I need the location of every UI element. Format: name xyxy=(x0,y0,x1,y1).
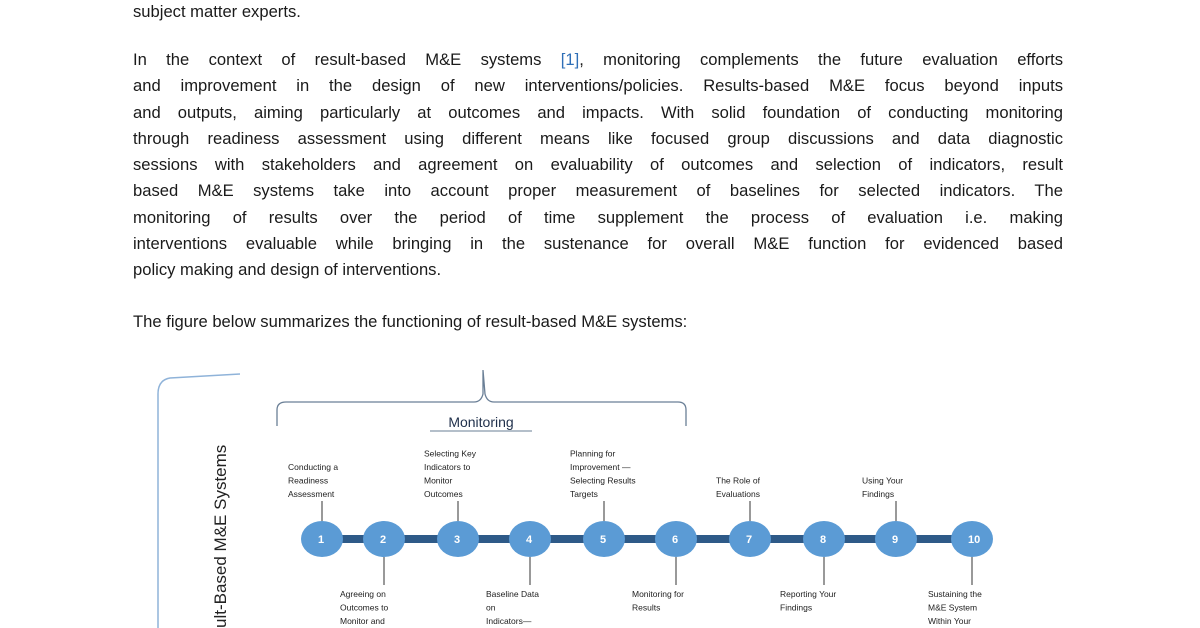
monitoring-bracket xyxy=(276,369,687,426)
step-number: 8 xyxy=(820,534,826,546)
step-label: M&E System xyxy=(928,603,977,613)
text-line: subject matter experts. xyxy=(133,2,301,21)
step-label: Agreeing on xyxy=(340,589,386,599)
step-node xyxy=(951,521,993,557)
text-line: sessions with stakeholders and agreement… xyxy=(133,155,1063,175)
step-node xyxy=(301,521,343,557)
step-label: Evaluations xyxy=(716,489,760,499)
step-label: Baseline Data xyxy=(486,589,539,599)
step-label: Reporting Your xyxy=(780,589,836,599)
step-label: Indicators to xyxy=(424,462,471,472)
step-number: 6 xyxy=(672,534,678,546)
text-line: and outputs, aiming particularly at outc… xyxy=(133,102,1063,122)
text-line: monitoring of results over the period of… xyxy=(133,207,1063,227)
step-node xyxy=(509,521,551,557)
step-label: Selecting Key xyxy=(424,449,477,459)
step-label: Monitoring for xyxy=(632,589,684,599)
monitoring-label: Monitoring xyxy=(448,414,513,430)
step-label: Results xyxy=(632,603,660,613)
step-label: The Role of xyxy=(716,476,761,486)
step-node xyxy=(583,521,625,557)
text-run: In the context of result-based M&E syste… xyxy=(133,50,561,69)
diagram-frame xyxy=(157,373,241,628)
results-based-me-diagram: ult-Based M&E Systems Monitoring 1 Conduc… xyxy=(157,369,993,628)
caption-text: The figure below summarizes the function… xyxy=(133,312,688,331)
text-line: policy making and design of intervention… xyxy=(133,260,442,280)
step-number: 5 xyxy=(600,534,606,546)
text-line: based M&E systems take into account prop… xyxy=(133,181,1063,201)
timeline-bar xyxy=(322,535,972,543)
step-label: Using Your xyxy=(862,476,903,486)
step-node xyxy=(729,521,771,557)
step-node xyxy=(437,521,479,557)
step-label: Improvement — xyxy=(570,462,631,472)
step-label: Indicators— xyxy=(486,616,532,626)
step-label: Findings xyxy=(862,489,894,499)
citation-link[interactable]: [1] xyxy=(560,50,580,69)
step-label: on xyxy=(486,603,496,613)
step-label: Assessment xyxy=(288,489,335,499)
step-number: 9 xyxy=(892,534,898,546)
side-title: ult-Based M&E Systems xyxy=(211,445,230,628)
step-label: Conducting a xyxy=(288,462,338,472)
step-label: Within Your xyxy=(928,616,971,626)
step-node xyxy=(803,521,845,557)
step-label: Monitor xyxy=(424,476,453,486)
step-label: Sustaining the xyxy=(928,589,982,599)
step-node xyxy=(655,521,697,557)
step-label: Monitor and xyxy=(340,616,385,626)
step-label: Outcomes to xyxy=(340,603,388,613)
text-line: interventions evaluable while bringing i… xyxy=(133,234,1063,254)
body-paragraph: In the context of result-based M&E syste… xyxy=(133,47,1063,284)
step-label: Targets xyxy=(570,489,598,499)
step-number: 1 xyxy=(318,534,324,546)
step-number: 10 xyxy=(968,534,980,546)
step-node xyxy=(875,521,917,557)
paragraph-fragment: subject matter experts. xyxy=(133,0,1063,25)
figure-caption: The figure below summarizes the function… xyxy=(133,309,1063,335)
step-label: Findings xyxy=(780,603,812,613)
text-line: and improvement in the design of new int… xyxy=(133,76,1063,96)
step-label: Readiness xyxy=(288,476,328,486)
step-number: 2 xyxy=(380,534,386,546)
text-line: In the context of result-based M&E syste… xyxy=(133,47,1063,73)
step-number: 3 xyxy=(454,534,460,546)
step-node xyxy=(363,521,405,557)
step-number: 7 xyxy=(746,534,752,546)
text-line: through readiness assessment using diffe… xyxy=(133,128,1063,148)
step-label: Selecting Results xyxy=(570,476,636,486)
step-label: Planning for xyxy=(570,449,616,459)
step-label: Outcomes xyxy=(424,489,463,499)
step-number: 4 xyxy=(526,534,533,546)
text-run: , monitoring complements the future eval… xyxy=(579,50,1064,69)
